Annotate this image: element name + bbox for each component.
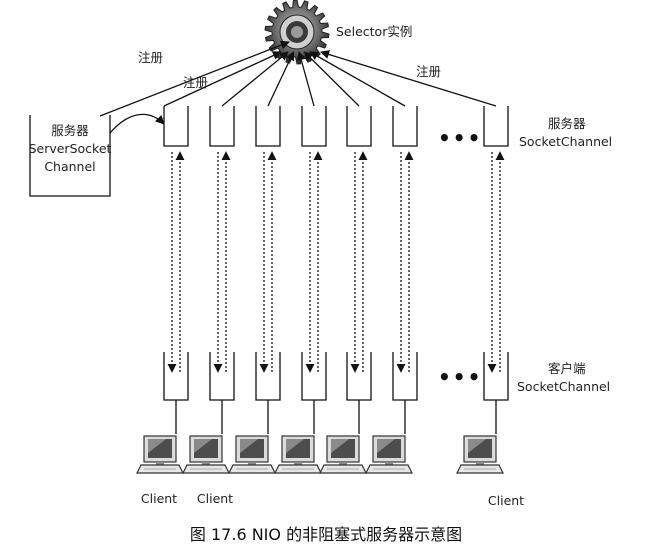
server-label-line3: Channel — [44, 159, 95, 174]
figure-caption: 图 17.6 NIO 的非阻塞式服务器示意图 — [190, 525, 462, 544]
register-label-2: 注册 — [183, 75, 208, 90]
server-socket-channel — [301, 106, 327, 147]
server-label-line2: ServerSocket — [29, 141, 112, 156]
client-socket-channel — [346, 352, 372, 401]
server-socket-channel-box — [29, 115, 111, 197]
register-arrow — [221, 51, 289, 107]
server-socket-channel — [483, 106, 509, 147]
register-label-3: 注册 — [416, 64, 441, 79]
client-socket-channel — [255, 352, 281, 401]
client-channels-label-line2: SocketChannel — [517, 379, 610, 394]
server-socket-channel — [346, 106, 372, 147]
register-label-1: 注册 — [138, 50, 163, 65]
client-label-1: Client — [141, 491, 177, 506]
register-arrows — [99, 40, 497, 117]
server-label-line1: 服务器 — [51, 123, 89, 138]
client-computer-icon — [456, 435, 504, 474]
client-socket-channel — [209, 352, 235, 401]
register-arrow — [163, 51, 282, 107]
server-channels — [163, 106, 509, 147]
client-label-2: Client — [197, 491, 233, 506]
server-socket-channel — [163, 106, 189, 147]
server-to-channel-arrow — [109, 113, 165, 134]
selector-label: Selector实例 — [336, 24, 412, 39]
register-arrow — [320, 50, 497, 107]
server-socket-channel — [392, 106, 418, 147]
client-socket-channel — [483, 352, 509, 401]
register-arrow — [309, 51, 406, 107]
client-computer-icon — [365, 435, 413, 474]
client-label-3: Client — [488, 493, 524, 508]
client-computer-icon — [319, 435, 367, 474]
client-socket-channel — [392, 352, 418, 401]
server-channels-label-line1: 服务器 — [548, 116, 586, 131]
data-flow-arrows — [167, 151, 505, 373]
client-computer-icon — [228, 435, 276, 474]
server-channels-label-line2: SocketChannel — [519, 134, 612, 149]
clients — [136, 400, 504, 474]
register-arrow — [296, 51, 315, 107]
client-computer-icon — [136, 435, 184, 474]
register-arrow — [303, 51, 360, 107]
client-socket-channel — [301, 352, 327, 401]
register-arrow — [267, 51, 295, 107]
client-socket-channel — [163, 352, 189, 401]
client-channel-ellipsis: ••• — [438, 365, 482, 389]
client-computer-icon — [182, 435, 230, 474]
server-socket-channel — [255, 106, 281, 147]
client-channels-label-line1: 客户端 — [548, 361, 586, 376]
server-register-arrow — [99, 40, 290, 117]
client-computer-icon — [274, 435, 322, 474]
server-channel-ellipsis: ••• — [438, 126, 482, 150]
server-socket-channel — [209, 106, 235, 147]
